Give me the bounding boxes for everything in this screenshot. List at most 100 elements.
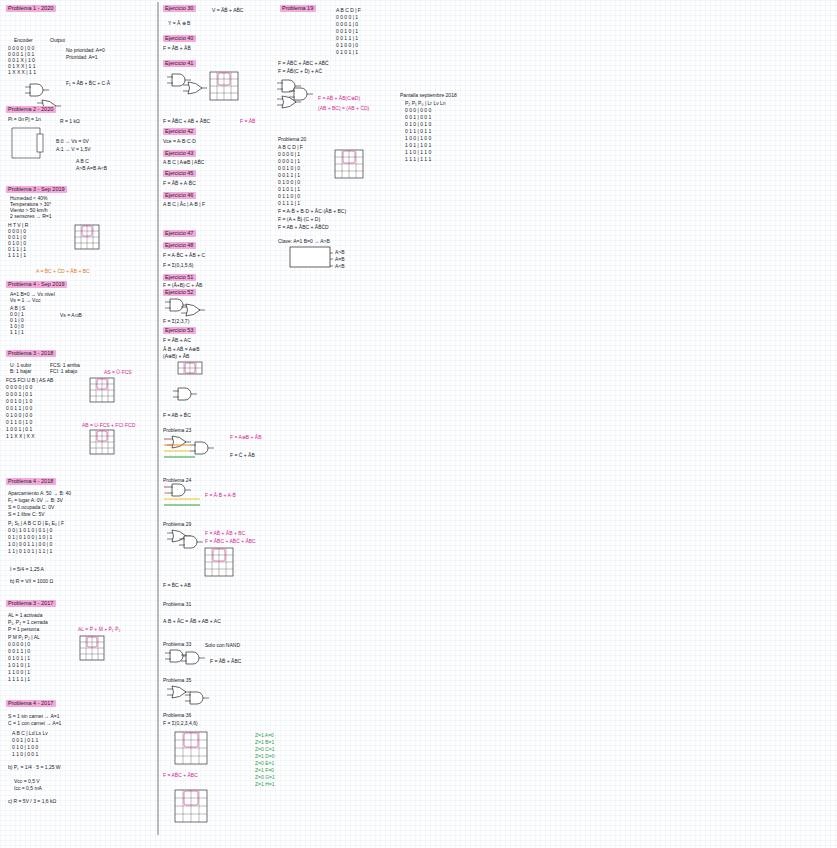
kmap-group (87, 637, 97, 647)
gate-wire (181, 307, 187, 308)
gate-body (294, 88, 307, 100)
note-text: F = AB̄C + ĀBC (163, 772, 198, 778)
note-text: Temperatura > 30° (10, 201, 51, 207)
heading-text: Problema 4 - 2018 (8, 478, 53, 484)
note-text: F = ĀB̄C + AB̄ + ĀBC (163, 118, 210, 124)
kmap-line (210, 86, 238, 87)
heading-highlight: Ejercicio 51 (163, 274, 196, 281)
note-text: 1 1 1 1 | 1 (8, 676, 30, 682)
gate-body (282, 80, 295, 92)
note-text: 0 1 | 0 1 0 0 | 1 0 | 1 (8, 534, 52, 540)
note-text: 0 0 1 | 0 0 1 (405, 114, 431, 120)
heading-text: Ejercicio 46 (165, 192, 193, 198)
kmap-frame (175, 732, 207, 764)
note-text: S = 0 ocupada C: 0V (8, 504, 54, 510)
note-text: 0 0 1 0 | 1 0 (6, 398, 32, 404)
note-text: 0 0 | 1 (10, 311, 24, 317)
note-text: 0 0 1 0 | 1 (336, 28, 358, 34)
kmap-frame (80, 636, 104, 660)
note-text: F = ĀB̄ + A·B̄C (163, 180, 196, 186)
heading-highlight: Ejercicio 48 (163, 242, 196, 249)
gate-wire (185, 701, 191, 702)
coloured-wires (164, 439, 200, 505)
note-text: 0 0 1 X | 1 0 (8, 57, 35, 63)
heading-highlight: Problema 3 - 2018 (6, 350, 56, 357)
heading-highlight: Problema 19 (280, 5, 316, 12)
kmap-line (90, 448, 114, 449)
gate-wire (167, 539, 173, 540)
note-text: 1 0 | 0 (10, 323, 24, 329)
heading-highlight: Ejercicio 47 (163, 230, 196, 237)
gate-body (195, 442, 208, 454)
note-text: Problema 23 (163, 427, 191, 433)
note-text: Solo con NAND (205, 642, 240, 648)
kmap-group (218, 73, 230, 85)
note-text: F = (Ā+B)·C + ĀB (163, 282, 202, 288)
note-text: Z=1 F=0 (255, 767, 274, 773)
note-text: A B | S (10, 305, 25, 311)
note-text: 0 0 | 1 0 1 0 | 0 1 | 0 (8, 527, 52, 533)
note-text: A B C D | F (336, 7, 361, 13)
gate-wire (201, 88, 207, 89)
heading-highlight: Problema 4 - Sep 2019 (6, 281, 67, 288)
note-text: F = ĀB̄C̄ + ĀBC + AB̄C̄ (278, 60, 329, 66)
note-text: F = Σ(0,1,5,6) (163, 262, 193, 268)
note-text: Ā·B + AB̄ = A⊕B (163, 346, 200, 352)
note-text: 0 1 | 0 (10, 317, 24, 323)
heading-highlight: Ejercicio 30 (163, 5, 196, 12)
note-text: 0 1 0 | 1 0 0 (12, 744, 38, 750)
karnaugh-map (178, 362, 202, 374)
note-text: B:0 → Vs = 0V (56, 138, 89, 144)
wire (164, 487, 167, 488)
note-text: F = Σ(0,2,3,4,6) (163, 720, 198, 726)
gate-wire (277, 105, 283, 106)
note-text: Z=0 E=1 (255, 760, 274, 766)
note-text: F = AB̄ + ĀB + BC (205, 530, 245, 536)
note-text: 0 0 0 0 | 0 0 (8, 45, 34, 51)
and-gate (165, 299, 189, 311)
note-text: 1 1 0 | 1 1 0 (405, 149, 431, 155)
kmap-group (184, 791, 198, 805)
note-text: 1 1 0 0 | 1 (8, 669, 30, 675)
gate-wire (183, 91, 189, 92)
and-gate (173, 388, 197, 400)
heading-highlight: Ejercicio 43 (163, 150, 196, 157)
note-text: 0 0 0 | 0 0 0 (405, 107, 431, 113)
gate-body (184, 536, 197, 548)
note-text: F = AB̄ + ĀB(C⊕D) (318, 95, 360, 101)
and-gate (25, 84, 49, 96)
note-text: P = 1 persona (8, 626, 39, 632)
note-text: F = ĀB + AC (163, 337, 191, 343)
gate-wire (181, 661, 187, 662)
note-text: P M P₁ P₂ | AL (8, 634, 40, 640)
kmap-line (80, 648, 104, 649)
kmap-line (178, 368, 202, 369)
column-divider (158, 2, 159, 835)
note-text: Aparcamiento A: 50 → B: 40 (8, 490, 71, 496)
note-text: A B C D | F (278, 144, 303, 150)
note-text: 0 1 0 1 | 1 (278, 186, 300, 192)
kmap-line (210, 93, 238, 94)
kmap-line (80, 642, 104, 643)
gate-wire (199, 310, 205, 311)
wire (164, 499, 200, 500)
kmap-line (75, 231, 99, 232)
kmap-group (82, 226, 92, 236)
heading-text: Problema 1 - 2020 (8, 5, 53, 11)
wire (164, 439, 167, 440)
heading-highlight: Ejercicio 45 (163, 170, 196, 177)
comparator-output (330, 259, 333, 260)
note-text: 1 1 X X | X X (6, 433, 35, 439)
gate-wire (25, 87, 31, 88)
heading-text: Problema 4 - Sep 2019 (8, 281, 65, 287)
note-text: 0 1 X X | 1 1 (8, 63, 35, 69)
gate-body (172, 484, 185, 496)
note-text: 0 1 0 | 0 1 0 (405, 121, 431, 127)
note-text: R = 1 kΩ (60, 118, 80, 124)
gate-body (186, 652, 199, 664)
note-text: F = A·B̄C + ĀB + C (163, 252, 205, 258)
gate-wire (167, 533, 173, 534)
kmap-frame (90, 430, 114, 454)
note-text: Problema 24 (163, 477, 191, 483)
or-gate (167, 686, 191, 698)
